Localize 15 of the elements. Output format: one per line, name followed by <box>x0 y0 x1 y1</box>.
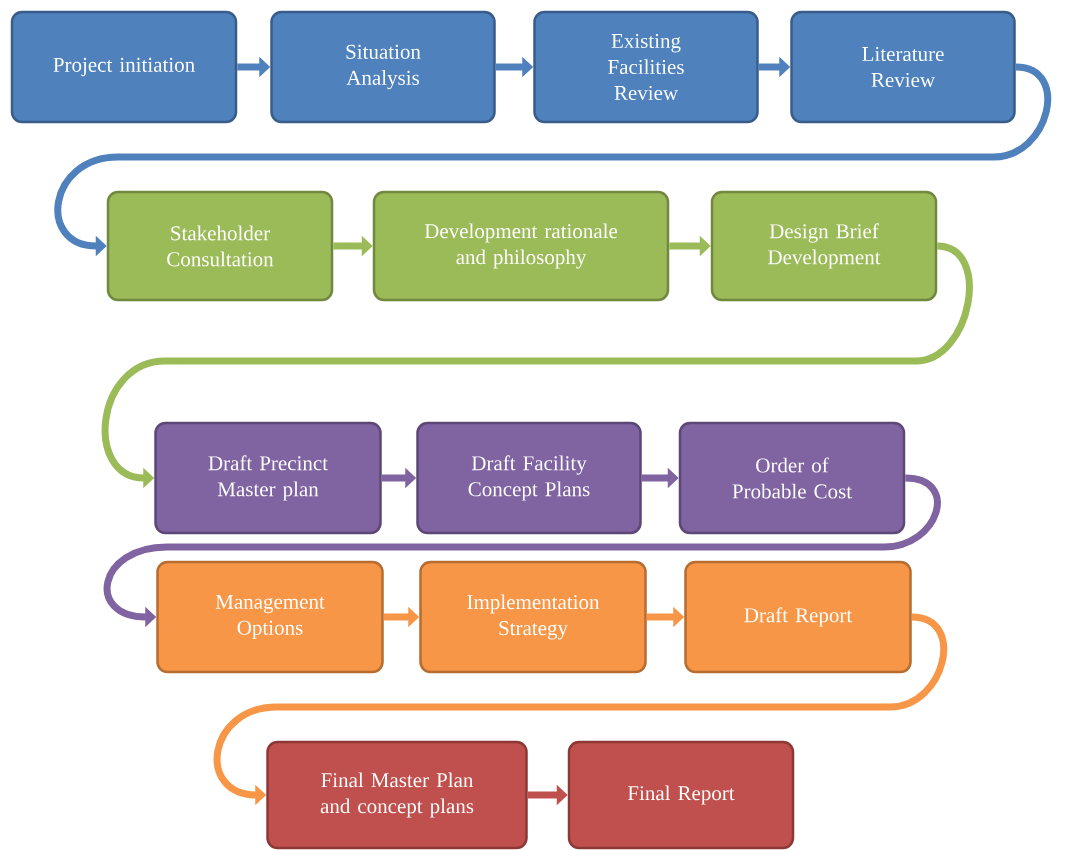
process-box: Order of Probable Cost <box>678 421 906 535</box>
process-box: Design Brief Development <box>710 190 938 302</box>
process-box: Draft Precinct Master plan <box>154 421 382 535</box>
process-box: Draft Facility Concept Plans <box>416 421 642 535</box>
process-box: Draft Report <box>684 560 912 674</box>
process-box: Final Report <box>567 740 795 850</box>
process-box: Literature Review <box>790 10 1016 124</box>
process-box: Project initiation <box>10 10 238 124</box>
process-box: Situation Analysis <box>270 10 496 124</box>
process-box: Implementation Strategy <box>419 560 647 674</box>
process-box: Final Master Plan and concept plans <box>266 740 528 850</box>
process-box: Management Options <box>156 560 384 674</box>
process-box: Existing Facilities Review <box>533 10 759 124</box>
process-box: Stakeholder Consultation <box>106 190 334 302</box>
process-box: Development rationale and philosophy <box>372 190 670 302</box>
